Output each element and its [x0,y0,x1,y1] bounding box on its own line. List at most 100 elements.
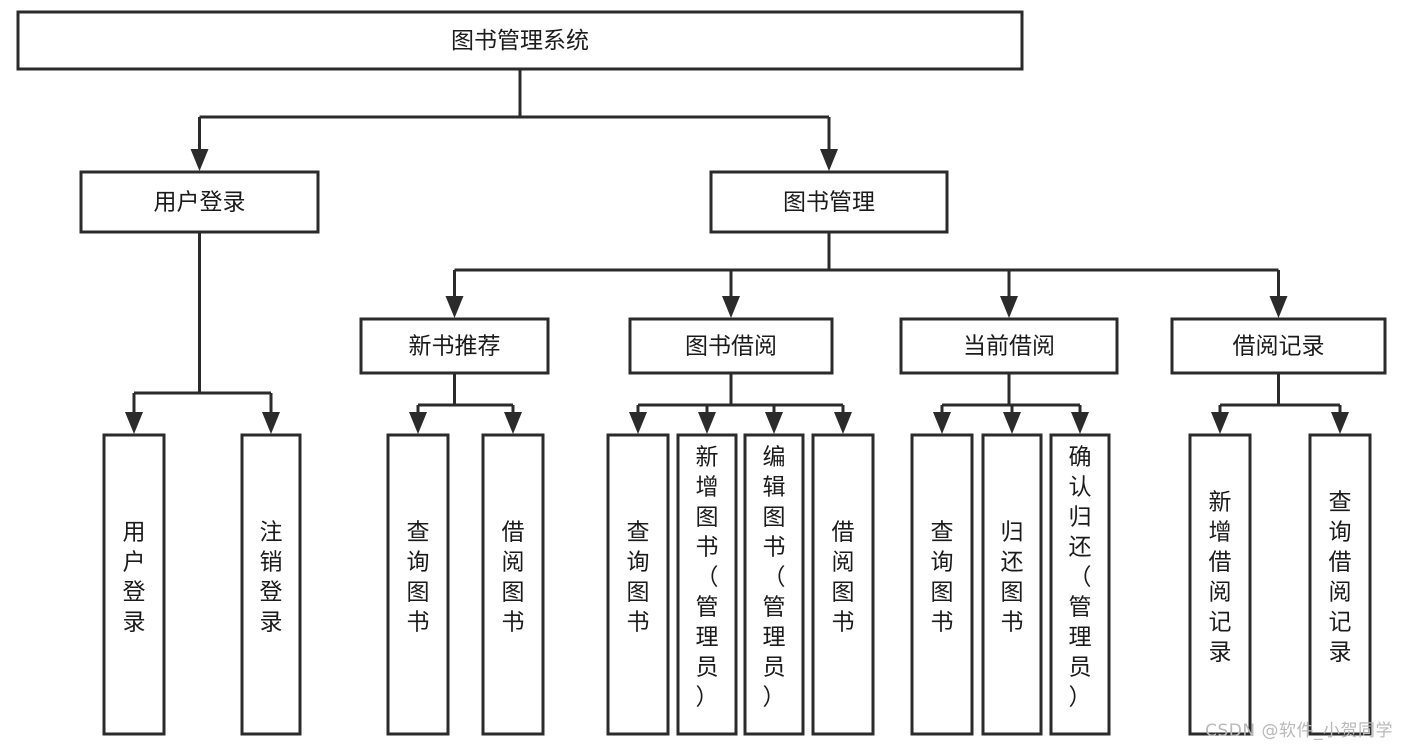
node-leaf-return-book[interactable]: 归还图书 [981,433,1043,736]
arrow-connector [1003,405,1021,434]
node-root[interactable]: 图书管理系统 [16,10,1024,71]
node-label: 当前借阅 [963,334,1055,360]
csdn-watermark: CSDN @软件_小贺同学 [1205,721,1393,741]
node-leaf-user-logout[interactable]: 注销登录 [240,433,302,736]
edge-group-root [190,69,838,171]
arrow-connector [834,405,852,434]
arrow-head-icon [1003,412,1021,434]
node-box [899,317,1119,375]
node-box [16,10,1024,71]
node-box [676,433,738,736]
node-label: 查询图书 [627,520,650,636]
arrow-head-icon [125,412,143,434]
node-leaf-borrow-book-1[interactable]: 借阅图书 [481,433,545,736]
node-label: 新书推荐 [409,334,501,360]
edge-group-new-book-recommend [409,373,522,434]
node-box [481,433,545,736]
node-leaf-query-book-1[interactable]: 查询图书 [386,433,450,736]
node-label: 新增借阅记录 [1209,490,1232,666]
arrow-connector [1000,270,1018,318]
node-box [743,433,805,736]
arrow-connector [698,405,716,434]
node-label: 图书管理系统 [451,28,589,54]
arrow-head-icon [504,412,522,434]
edge-group-borrow-record [1211,373,1349,434]
arrow-head-icon [629,412,647,434]
node-box [359,317,550,375]
node-box [102,433,166,736]
node-user-login[interactable]: 用户登录 [79,170,320,234]
node-label: 图书借阅 [685,334,777,360]
arrow-head-icon [698,412,716,434]
node-leaf-confirm-return[interactable]: 确认归还（管理员） [1049,433,1111,736]
node-label: 用户登录 [123,520,146,636]
arrow-connector [1211,405,1229,434]
arrow-connector [1269,270,1288,318]
arrow-connector [125,393,143,434]
arrow-connector [765,405,783,434]
node-leaf-add-book[interactable]: 新增图书（管理员） [676,433,738,736]
node-label: 借阅图书 [502,520,525,636]
arrow-connector [722,270,740,318]
node-borrow-record[interactable]: 借阅记录 [1170,317,1387,375]
node-box [811,433,875,736]
node-label: 编辑图书（管理员） [763,445,786,711]
arrow-head-icon [1000,296,1018,318]
arrow-connector [1331,405,1349,434]
node-box [386,433,450,736]
node-new-book-recommend[interactable]: 新书推荐 [359,317,550,375]
node-label: 借阅图书 [832,520,855,636]
node-label: 借阅记录 [1233,334,1325,360]
node-box [1049,433,1111,736]
arrow-connector [629,405,647,434]
arrow-connector [190,117,209,171]
connector-layer [125,69,1349,434]
node-book-borrow[interactable]: 图书借阅 [628,317,834,375]
node-current-borrow[interactable]: 当前借阅 [899,317,1119,375]
edge-group-book-borrow [629,373,852,434]
node-label: 查询图书 [931,520,954,636]
arrow-connector [933,405,951,434]
node-box [1308,433,1372,736]
edge-group-current-borrow [933,373,1089,434]
node-box [910,433,974,736]
arrow-head-icon [933,412,951,434]
arrow-head-icon [190,149,209,171]
arrow-connector [409,405,427,434]
arrow-head-icon [445,296,464,318]
node-label: 注销登录 [260,520,283,636]
node-box [240,433,302,736]
node-box [1188,433,1252,736]
arrow-head-icon [1071,412,1089,434]
node-leaf-user-login[interactable]: 用户登录 [102,433,166,736]
node-label: 归还图书 [1001,520,1024,636]
arrow-head-icon [722,296,740,318]
node-leaf-edit-book[interactable]: 编辑图书（管理员） [743,433,805,736]
node-leaf-borrow-book-2[interactable]: 借阅图书 [811,433,875,736]
node-label: 图书管理 [783,190,875,216]
arrow-connector [820,117,838,171]
edge-group-user-login [125,232,280,434]
arrow-head-icon [1269,296,1288,318]
node-leaf-add-borrow-record[interactable]: 新增借阅记录 [1188,433,1252,736]
node-label: 新增图书（管理员） [696,445,719,711]
node-box [1170,317,1387,375]
arrow-connector [262,393,280,434]
node-box [709,170,949,234]
node-label: 查询图书 [407,520,430,636]
arrow-head-icon [409,412,427,434]
edge-group-book-manage [445,232,1288,318]
arrow-head-icon [1331,412,1349,434]
node-leaf-query-borrow-record[interactable]: 查询借阅记录 [1308,433,1372,736]
node-leaf-query-book-2[interactable]: 查询图书 [606,433,670,736]
arrow-head-icon [262,412,280,434]
node-book-manage[interactable]: 图书管理 [709,170,949,234]
node-box [628,317,834,375]
node-leaf-query-book-3[interactable]: 查询图书 [910,433,974,736]
node-label: 确认归还（管理员） [1069,445,1092,711]
node-label: 查询借阅记录 [1329,490,1352,666]
node-box [606,433,670,736]
arrow-connector [1071,405,1089,434]
